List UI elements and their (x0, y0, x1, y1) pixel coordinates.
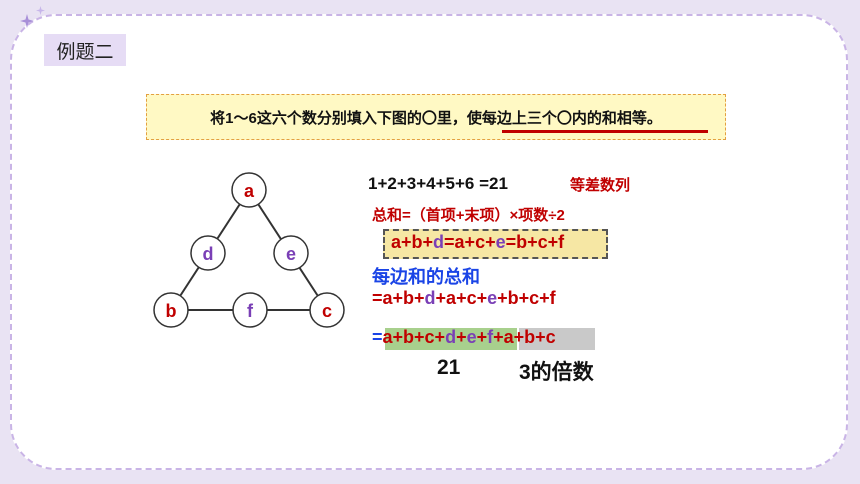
regroup-part: = (372, 327, 383, 347)
sum-formula: 总和=（首项+末项）×项数÷2 (372, 207, 565, 224)
regroup-part: + (456, 327, 467, 347)
sum-part: e (487, 288, 498, 308)
node-c: c (309, 292, 345, 328)
eq-part: a+b+ (391, 232, 434, 252)
regroup-part: d (445, 327, 457, 347)
total-21: 21 (437, 356, 461, 379)
side-equation: a+b+d=a+c+e=b+c+f (391, 232, 564, 253)
each-side-label: 每边和的总和 (372, 267, 480, 287)
eq-part: =a+c+ (444, 232, 496, 252)
sum-expansion: =a+b+d+a+c+e+b+c+f (372, 288, 556, 309)
regroup-part: f (487, 327, 494, 347)
node-e-label: e (286, 244, 296, 264)
node-f-label: f (247, 301, 254, 321)
eq-part: d (433, 232, 445, 252)
regroup-part: e (466, 327, 477, 347)
equation-box (383, 229, 608, 259)
sum-part: =a+b+ (372, 288, 425, 308)
node-a: a (231, 172, 267, 208)
sum-line: 1+2+3+4+5+6 =21 (368, 174, 508, 193)
highlight-gray (519, 328, 595, 350)
multiple-of-three: 3的倍数 (519, 361, 594, 384)
sum-part: d (424, 288, 436, 308)
node-b-label: b (166, 301, 177, 321)
example-tag: 例题二 (44, 34, 126, 66)
node-f: f (232, 292, 268, 328)
regroup-part: + (476, 327, 488, 347)
regroup-part: +a+b+c (493, 327, 556, 347)
highlight-green (385, 328, 517, 350)
sum-part: +a+c+ (435, 288, 488, 308)
node-d-label: d (203, 244, 214, 264)
eq-part: =b+c+f (505, 232, 565, 252)
emphasis-underline (502, 130, 708, 133)
node-d: d (190, 235, 226, 271)
sparkle-icon (36, 6, 45, 15)
node-e: e (273, 235, 309, 271)
node-b: b (153, 292, 189, 328)
eq-part: e (495, 232, 506, 252)
node-c-label: c (322, 301, 332, 321)
sum-part: +b+c+f (497, 288, 556, 308)
series-label: 等差数列 (570, 177, 631, 194)
sparkle-icon (20, 14, 34, 28)
regrouped-sum: =a+b+c+d+e+f+a+b+c (372, 327, 556, 348)
regroup-part: a+b+c+ (382, 327, 446, 347)
node-a-label: a (244, 181, 255, 201)
